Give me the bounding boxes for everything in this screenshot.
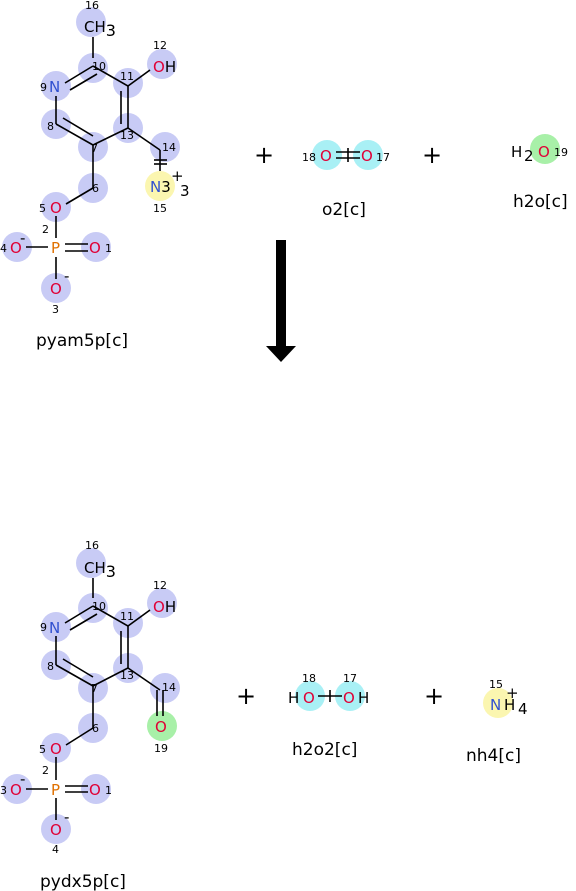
atom-number: 12 — [153, 579, 167, 592]
molecule-nh4: 15 N H 4 + nh4[c] — [466, 678, 528, 766]
atom-o5: O — [50, 199, 62, 217]
molecule-pydx5p: CH3 OH N O O O - P O O - 16 12 10 11 9 8… — [0, 539, 180, 891]
atom-h: H — [358, 689, 369, 707]
atom-o4-charge: - — [20, 229, 25, 247]
atom-n: N — [490, 696, 501, 714]
atom-number: 19 — [554, 146, 568, 159]
atom-number: 7 — [91, 142, 98, 155]
molecule-pyam5p: CH3 OH N N3 3 + O O - P O O - 16 12 10 1… — [0, 0, 190, 351]
plus-sign: + — [422, 141, 442, 169]
atom-o3-charge: - — [20, 770, 25, 788]
atom-phosphorus: P — [51, 781, 60, 799]
svg-text:CH3: CH3 — [84, 18, 116, 40]
atom-number: 4 — [0, 242, 7, 255]
reaction-arrow — [266, 240, 296, 362]
atom-o18: O — [320, 147, 332, 165]
atom-number: 10 — [92, 600, 106, 613]
atom-number: 5 — [39, 743, 46, 756]
atom-number: 2 — [42, 764, 49, 777]
atom-h: H — [288, 689, 299, 707]
plus-sign: + — [424, 682, 444, 710]
atom-number: 9 — [40, 621, 47, 634]
svg-text:OH: OH — [153, 598, 176, 616]
atom-number: 5 — [39, 202, 46, 215]
atom-o4: O — [50, 821, 62, 839]
atom-number: 19 — [154, 742, 168, 755]
plus-sign: + — [254, 141, 274, 169]
atom-o3: O — [10, 781, 22, 799]
molecule-h2o: H 2 O 19 h2o[c] — [511, 134, 568, 212]
atom-number: 6 — [92, 722, 99, 735]
atom-ch3: CH — [84, 18, 106, 36]
plus-sign: + — [236, 682, 256, 710]
atom-number: 3 — [0, 784, 7, 797]
atom-number: 15 — [153, 202, 167, 215]
molecule-name: pydx5p[c] — [40, 872, 126, 891]
molecule-h2o2: 18 17 H O O H h2o2[c] — [288, 672, 369, 760]
atom-o17: O — [361, 147, 373, 165]
atom-h-sub: 2 — [524, 147, 534, 165]
atom-h: H — [511, 143, 522, 161]
atom-nh3-n: N — [150, 178, 161, 196]
atom-number: 4 — [52, 843, 59, 856]
atom-o17: O — [343, 689, 355, 707]
molecule-name: pyam5p[c] — [36, 331, 128, 351]
atom-number: 1 — [105, 242, 112, 255]
atom-o4-charge: - — [64, 808, 69, 826]
atom-ring-nitrogen: N — [49, 78, 60, 96]
molecule-name: h2o2[c] — [292, 740, 357, 760]
atom-number: 2 — [42, 223, 49, 236]
atom-o19: O — [538, 143, 550, 161]
atom-h-sub: 4 — [518, 700, 528, 718]
atom-o19: O — [155, 718, 167, 736]
atom-h: H — [504, 696, 515, 714]
atom-number: 17 — [343, 672, 357, 685]
atom-number: 13 — [120, 129, 134, 142]
svg-text:CH3: CH3 — [84, 559, 116, 581]
atom-o18: O — [303, 689, 315, 707]
atom-number: 18 — [302, 672, 316, 685]
atom-number: 8 — [47, 120, 54, 133]
atom-o1: O — [89, 781, 101, 799]
atom-number: 18 — [302, 151, 316, 164]
atom-number: 16 — [85, 0, 99, 12]
atom-number: 15 — [489, 678, 503, 691]
molecule-name: h2o[c] — [513, 192, 568, 212]
atom-oh-o: O — [153, 58, 165, 76]
atom-number: 8 — [47, 660, 54, 673]
atom-number: 11 — [120, 610, 134, 623]
svg-text:OH: OH — [153, 58, 176, 76]
atom-oh-o: O — [153, 598, 165, 616]
atom-number: 14 — [162, 141, 176, 154]
atom-ch3: CH — [84, 559, 106, 577]
molecule-o2: 18 O O 17 o2[c] — [302, 140, 390, 220]
atom-o4: O — [10, 239, 22, 257]
atom-phosphorus: P — [51, 239, 60, 257]
atom-charge: + — [506, 684, 519, 702]
atom-nh3-sub: 3 — [180, 182, 190, 200]
atom-number: 1 — [105, 784, 112, 797]
atom-number: 12 — [153, 39, 167, 52]
molecule-name: o2[c] — [322, 200, 366, 220]
atom-number: 17 — [376, 151, 390, 164]
molecule-name: nh4[c] — [466, 746, 521, 766]
atom-number: 11 — [120, 70, 134, 83]
atom-ring-nitrogen: N — [49, 619, 60, 637]
atom-o3: O — [50, 280, 62, 298]
atom-number: 13 — [120, 669, 134, 682]
atom-nh3-charge: + — [171, 167, 184, 185]
atom-number: 10 — [92, 60, 106, 73]
atom-number: 14 — [162, 681, 176, 694]
atom-number: 3 — [52, 303, 59, 316]
atom-o3-charge: - — [64, 267, 69, 285]
atom-o1: O — [89, 239, 101, 257]
atom-o5: O — [50, 740, 62, 758]
atom-number: 7 — [91, 682, 98, 695]
atom-number: 16 — [85, 539, 99, 552]
atom-number: 6 — [92, 182, 99, 195]
atom-number: 9 — [40, 81, 47, 94]
svg-text:N3: N3 — [150, 178, 171, 196]
